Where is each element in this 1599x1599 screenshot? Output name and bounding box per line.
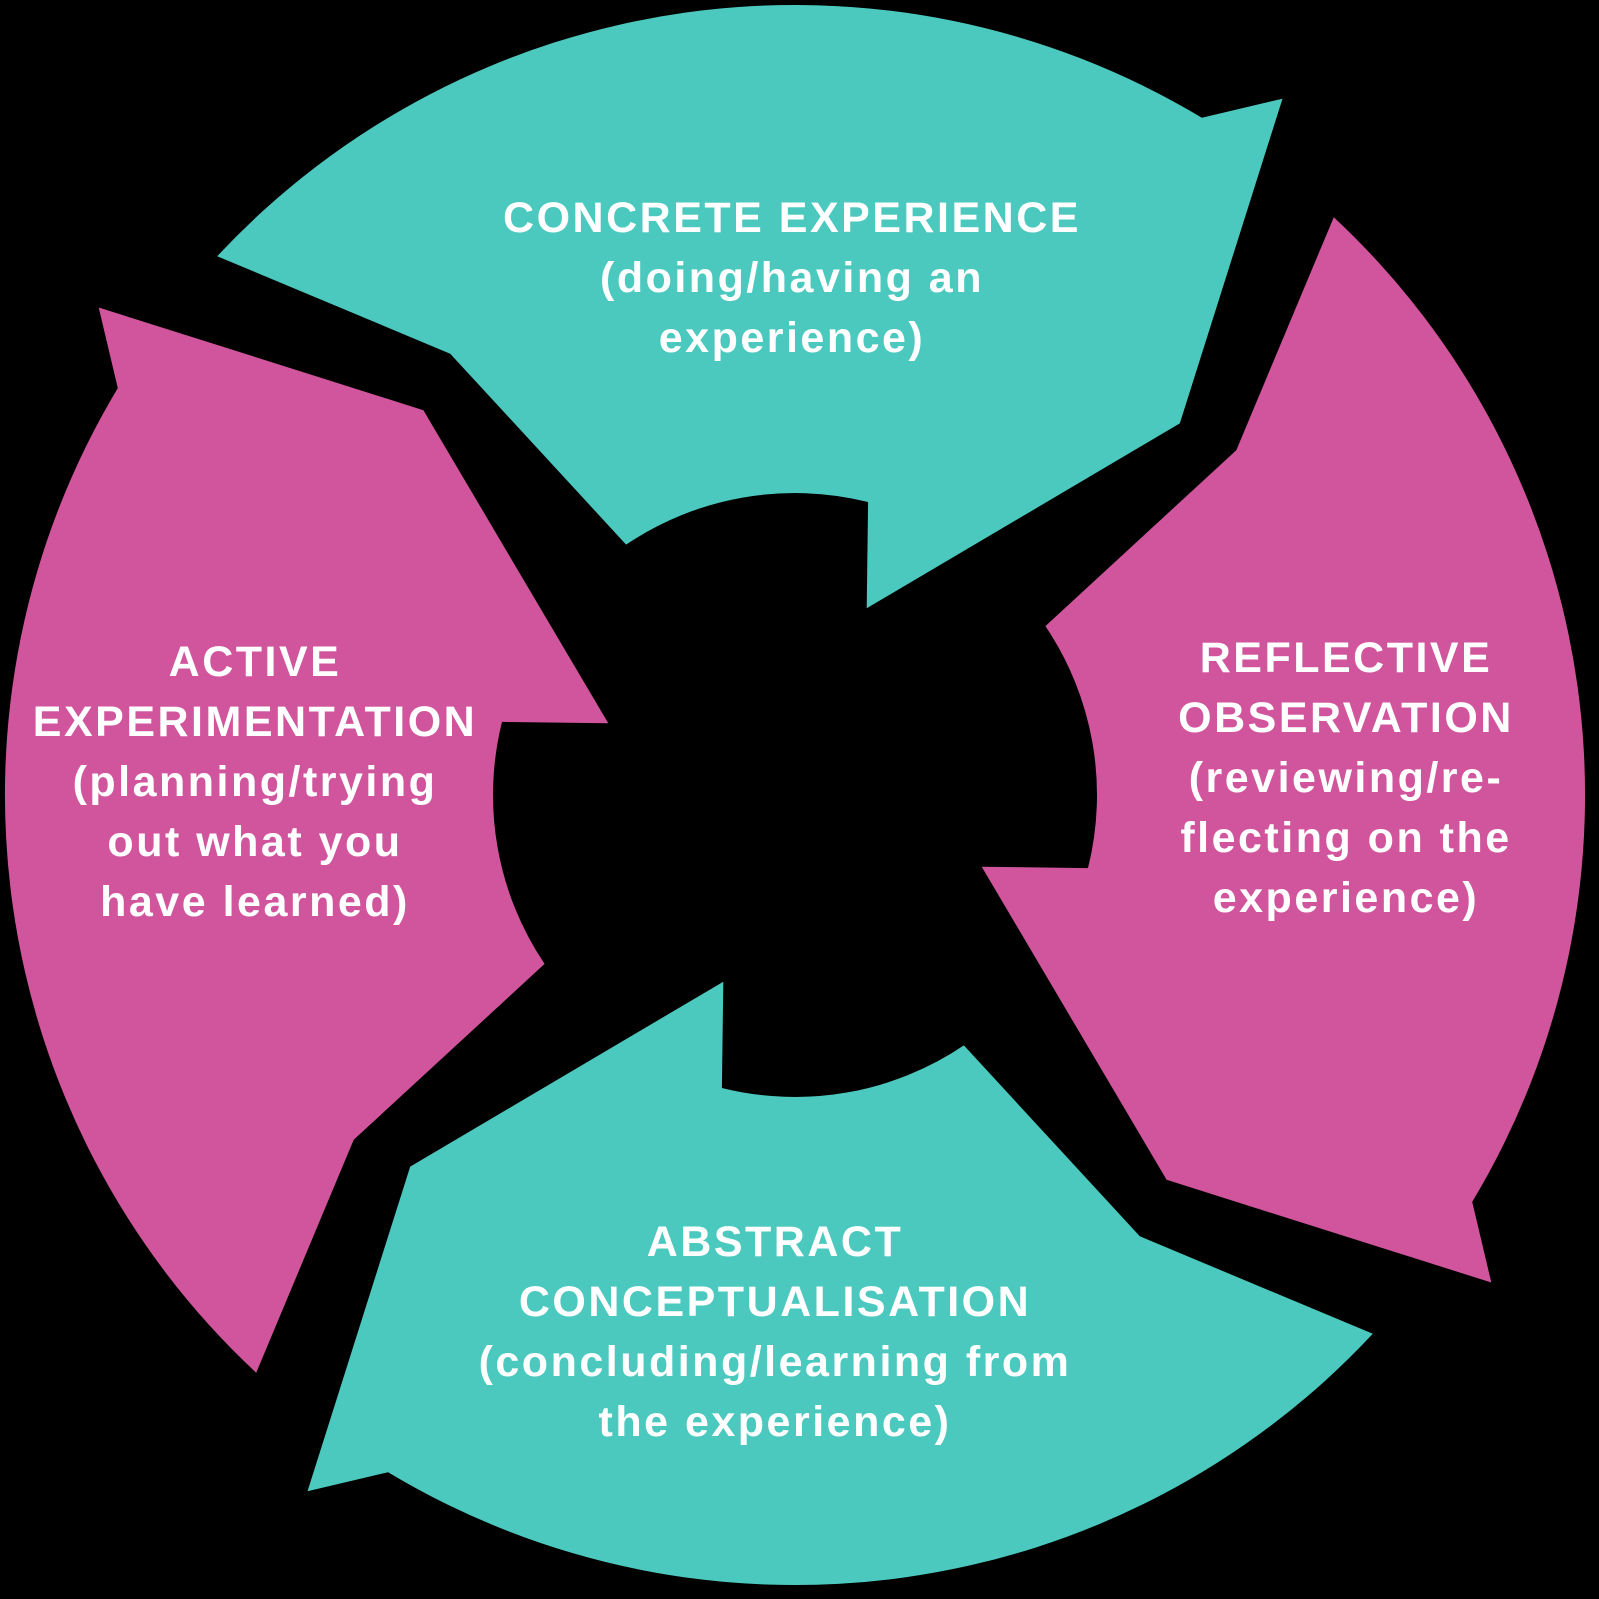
label-line: EXPERIMENTATION — [32, 698, 478, 746]
label-line: (doing/having an — [600, 254, 984, 302]
label-line: OBSERVATION — [1178, 694, 1514, 742]
label-line: REFLECTIVE — [1199, 634, 1493, 682]
segment-concrete-experience-arrow — [217, 4, 1283, 609]
label-line: have learned) — [100, 878, 410, 926]
label-concrete-experience: CONCRETE EXPERIENCE (doing/having an exp… — [503, 188, 1081, 368]
label-line: CONCRETE EXPERIENCE — [503, 194, 1081, 242]
segment-reflective-observation-arrow — [981, 217, 1586, 1283]
label-line: CONCEPTUALISATION — [518, 1278, 1032, 1326]
segment-abstract-conceptualisation-arrow — [307, 981, 1373, 1586]
label-line: ACTIVE — [168, 638, 342, 686]
label-line: experience) — [658, 314, 926, 362]
label-line: out what you — [107, 818, 403, 866]
label-abstract-conceptualisation: ABSTRACT CONCEPTUALISATION (concluding/l… — [479, 1212, 1072, 1452]
label-line: (concluding/learning from — [478, 1338, 1072, 1386]
label-line: (planning/trying — [72, 758, 438, 806]
segment-active-experimentation-arrow — [4, 307, 609, 1373]
label-reflective-observation: REFLECTIVE OBSERVATION (reviewing/re- fl… — [1178, 628, 1514, 928]
label-line: ABSTRACT — [646, 1218, 904, 1266]
label-active-experimentation: ACTIVE EXPERIMENTATION (planning/trying … — [33, 632, 477, 932]
label-line: the experience) — [598, 1398, 952, 1446]
label-line: experience) — [1212, 874, 1480, 922]
label-line: flecting on the — [1180, 814, 1512, 862]
label-line: (reviewing/re- — [1188, 754, 1504, 802]
